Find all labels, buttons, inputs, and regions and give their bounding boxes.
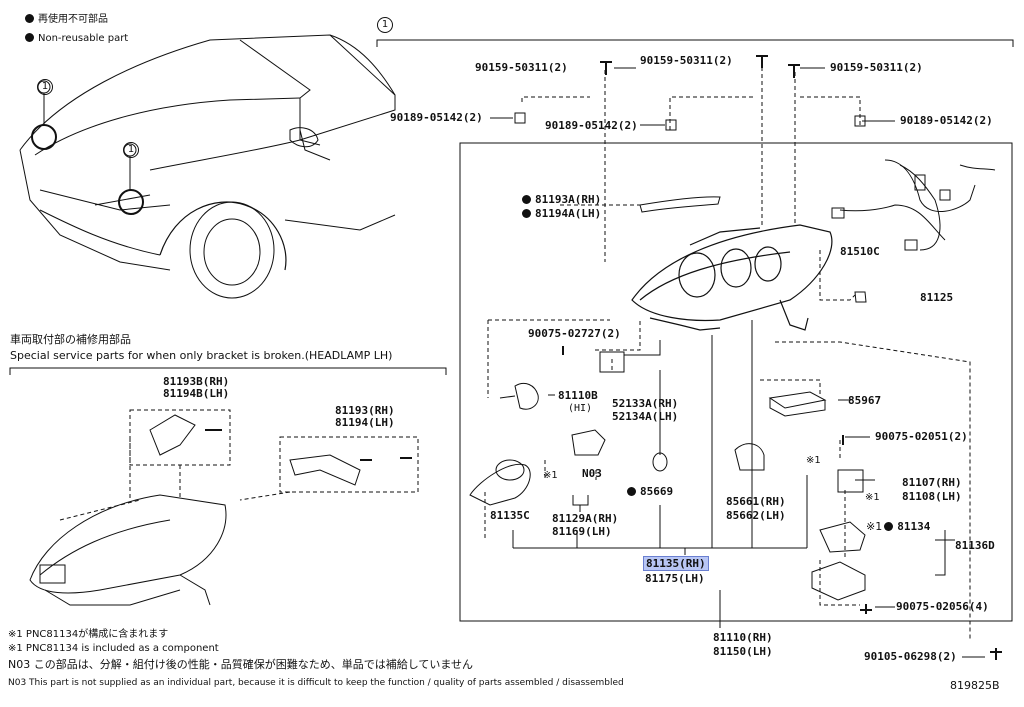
- bracket-parts-frame: [9, 367, 447, 375]
- part-label[interactable]: 81193B(RH): [163, 375, 230, 388]
- mark-note: ※1: [543, 470, 558, 481]
- part-label[interactable]: 90075-02051(2): [875, 430, 968, 443]
- figure-id: 819825B: [950, 679, 1000, 692]
- bullet-icon: [25, 14, 34, 23]
- small-parts-drawings: [469, 55, 1002, 660]
- mark-note: ※1: [806, 455, 821, 466]
- part-label-nonreusable[interactable]: 81193A(RH): [522, 194, 601, 206]
- n03-label: N03: [582, 467, 602, 480]
- part-label[interactable]: 81129A(RH): [552, 512, 619, 525]
- nonreusable-icon: [884, 522, 894, 531]
- headlamp-assembly-frame: [459, 142, 1013, 622]
- part-label[interactable]: 85967: [848, 394, 882, 407]
- part-label[interactable]: 90189-05142(2): [390, 111, 483, 124]
- part-label[interactable]: 81135C: [490, 509, 530, 522]
- nonreusable-icon: [522, 195, 531, 204]
- bracket-title-jp: 車両取付部の補修用部品: [10, 333, 131, 346]
- part-label[interactable]: 81169(LH): [552, 525, 612, 538]
- part-label[interactable]: 81136D: [955, 539, 995, 552]
- bullet-icon: [25, 33, 34, 42]
- part-label[interactable]: 81175(LH): [645, 572, 705, 585]
- bracket-title-en: Special service parts for when only brac…: [10, 349, 393, 362]
- part-label[interactable]: 81110(RH): [713, 631, 773, 644]
- part-label[interactable]: 81510C: [840, 245, 880, 258]
- footnote-1-jp: ※1 PNC81134が構成に含まれます: [8, 629, 169, 640]
- legend-en: Non-reusable part: [25, 33, 128, 45]
- part-label[interactable]: 52134A(LH): [612, 410, 679, 423]
- callout-1-top: 1: [377, 17, 393, 33]
- footnote-n03-jp: N03 この部品は、分解・組付け後の性能・品質確保が困難なため、単品では補給して…: [8, 658, 474, 671]
- headlamp-assembly-drawing: [631, 224, 833, 331]
- part-label[interactable]: 81194(LH): [335, 416, 395, 429]
- part-label[interactable]: 90189-05142(2): [545, 119, 638, 132]
- part-label[interactable]: 81193(RH): [335, 404, 395, 417]
- part-sublabel: (HI): [568, 403, 593, 414]
- part-label-nonreusable[interactable]: 81194A(LH): [522, 208, 601, 220]
- part-label[interactable]: 81194B(LH): [163, 387, 230, 400]
- footnote-1-en: ※1 PNC81134 is included as a component: [8, 643, 219, 654]
- part-label[interactable]: 90075-02056(4): [896, 600, 989, 613]
- mark-note: ※1: [865, 492, 880, 503]
- part-label[interactable]: 90105-06298(2): [864, 650, 957, 663]
- part-label[interactable]: 81125: [920, 291, 954, 304]
- part-label[interactable]: 81107(RH): [902, 476, 962, 489]
- part-label[interactable]: 90075-02727(2): [528, 327, 621, 340]
- footnote-n03-en: N03 This part is not supplied as an indi…: [8, 678, 624, 688]
- callout-1-car-b: 1: [123, 142, 139, 158]
- part-label[interactable]: 81150(LH): [713, 645, 773, 658]
- part-label[interactable]: 90189-05142(2): [900, 114, 993, 127]
- legend-jp: 再使用不可部品: [25, 14, 108, 26]
- part-label[interactable]: 81110B: [558, 389, 598, 402]
- part-label[interactable]: 85661(RH): [726, 495, 786, 508]
- car-front-illustration: [19, 34, 396, 299]
- nonreusable-icon: [522, 209, 531, 218]
- part-label-nonreusable[interactable]: 85669: [627, 486, 673, 498]
- part-label[interactable]: 85662(LH): [726, 509, 786, 522]
- nonreusable-icon: [627, 487, 636, 496]
- part-label[interactable]: 90159-50311(2): [830, 61, 923, 74]
- part-label[interactable]: 90159-50311(2): [475, 61, 568, 74]
- top-bracket-line: [376, 39, 1014, 47]
- part-label[interactable]: 90159-50311(2): [640, 54, 733, 67]
- wire-harness-drawing: [831, 159, 996, 303]
- bracket-parts-drawing: [29, 414, 412, 606]
- part-label[interactable]: 52133A(RH): [612, 397, 679, 410]
- part-label-selected[interactable]: 81135(RH): [643, 556, 709, 571]
- part-label[interactable]: 81108(LH): [902, 490, 962, 503]
- callout-1-car-a: 1: [37, 79, 53, 95]
